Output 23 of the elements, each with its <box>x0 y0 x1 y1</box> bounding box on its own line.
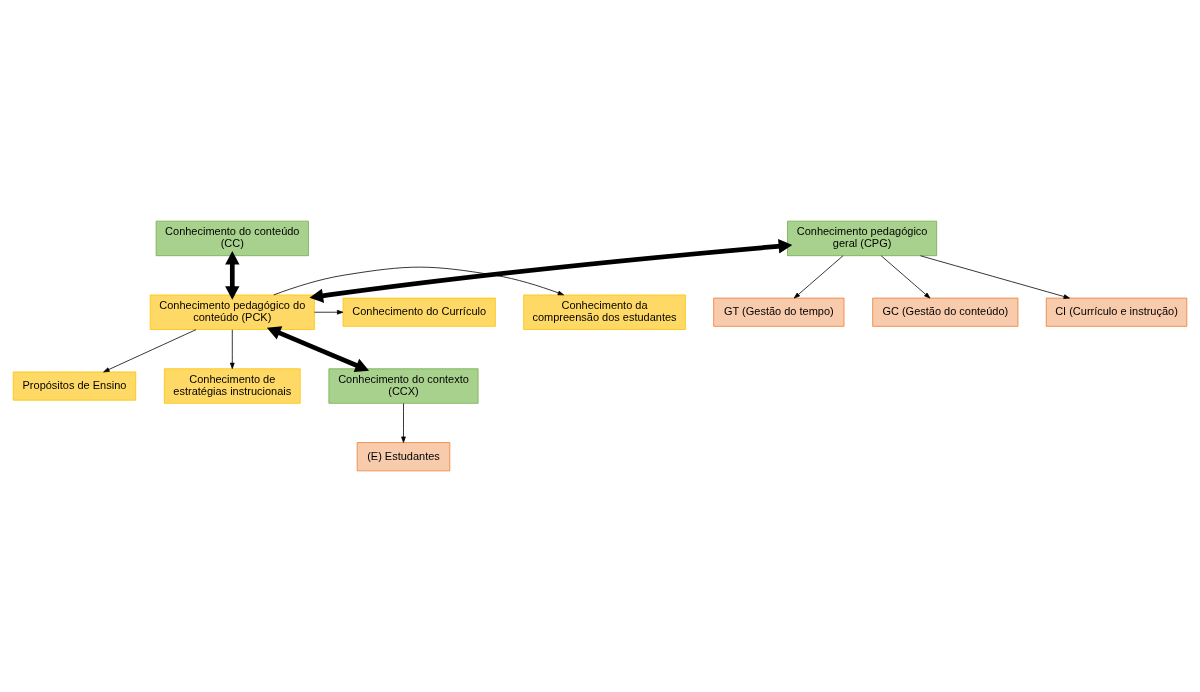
arrow <box>309 239 793 303</box>
arrow <box>103 329 197 373</box>
node-box: GC (Gestão do conteúdo) <box>872 297 1019 327</box>
node-box: Propósitos de Ensino <box>12 371 137 401</box>
node-box: Conhecimento da compreensão dos estudantes <box>523 294 686 330</box>
node-box: Conhecimento pedagógico geral (CPG) <box>787 220 938 257</box>
node-box: Conhecimento do conteúdo (CC) <box>155 220 309 257</box>
arrow <box>229 329 235 369</box>
arrow <box>920 255 1070 299</box>
node-box: Conhecimento do contexto (CCX) <box>328 368 479 404</box>
node-box: GT (Gestão do tempo) <box>713 297 845 327</box>
node-box: (E) Estudantes <box>356 442 451 472</box>
node-box: Conhecimento pedagógico do conteúdo (PCK) <box>149 294 315 330</box>
arrow <box>314 309 344 315</box>
arrow <box>273 266 564 296</box>
arrow <box>266 326 370 373</box>
node-box: Conhecimento do Currículo <box>342 297 496 327</box>
arrow <box>401 403 406 443</box>
arrow <box>880 255 931 299</box>
arrow <box>793 255 844 299</box>
node-box: Conhecimento de estratégias instrucionais <box>163 368 301 404</box>
node-box: CI (Currículo e instrução) <box>1045 297 1188 327</box>
arrow <box>225 250 240 300</box>
